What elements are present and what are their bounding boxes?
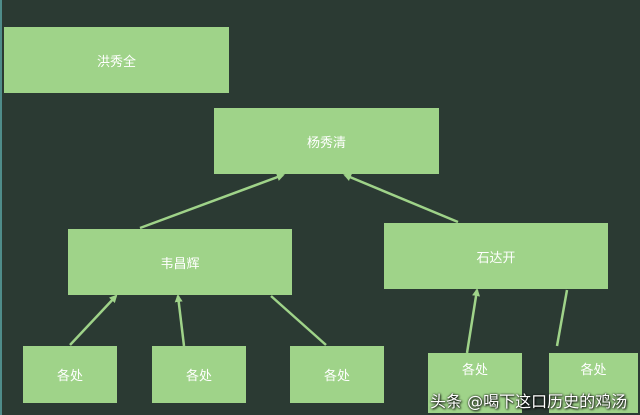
line-s2-to-shi — [555, 289, 569, 347]
node-shi-dakai[interactable]: 石达开 — [384, 223, 608, 289]
node-yang-xiuqing[interactable]: 杨秀清 — [214, 108, 439, 174]
node-label: 各处 — [56, 369, 83, 384]
node-label: 洪秀全 — [96, 54, 136, 70]
arrow-w2-to-wei — [174, 294, 186, 347]
node-label: 各处 — [323, 369, 350, 384]
node-wei-changhui[interactable]: 韦昌辉 — [68, 229, 292, 295]
arrow-wei-to-yang — [139, 173, 285, 230]
arrow-shi-to-yang — [343, 173, 459, 224]
node-local-5[interactable]: 各处 — [549, 353, 638, 413]
node-hong-xiuquan[interactable]: 洪秀全 — [4, 27, 229, 93]
node-label: 各处 — [185, 369, 212, 384]
node-label: 各处 — [580, 363, 607, 378]
arrow-s1-to-shi — [465, 288, 481, 354]
node-label: 石达开 — [476, 250, 516, 266]
watermark: 头条 @喝下这口历史的鸡汤 — [430, 392, 628, 411]
node-local-3[interactable]: 各处 — [290, 346, 384, 403]
node-label: 各处 — [461, 363, 488, 378]
arrow-w1-to-wei — [69, 294, 118, 346]
node-local-1[interactable]: 各处 — [23, 346, 117, 403]
node-local-4[interactable]: 各处 — [428, 353, 522, 413]
node-local-2[interactable]: 各处 — [152, 346, 246, 403]
node-label: 杨秀清 — [306, 135, 346, 151]
node-label: 韦昌辉 — [160, 256, 200, 272]
left-border — [0, 0, 2, 415]
line-w3-to-wei — [270, 295, 327, 346]
